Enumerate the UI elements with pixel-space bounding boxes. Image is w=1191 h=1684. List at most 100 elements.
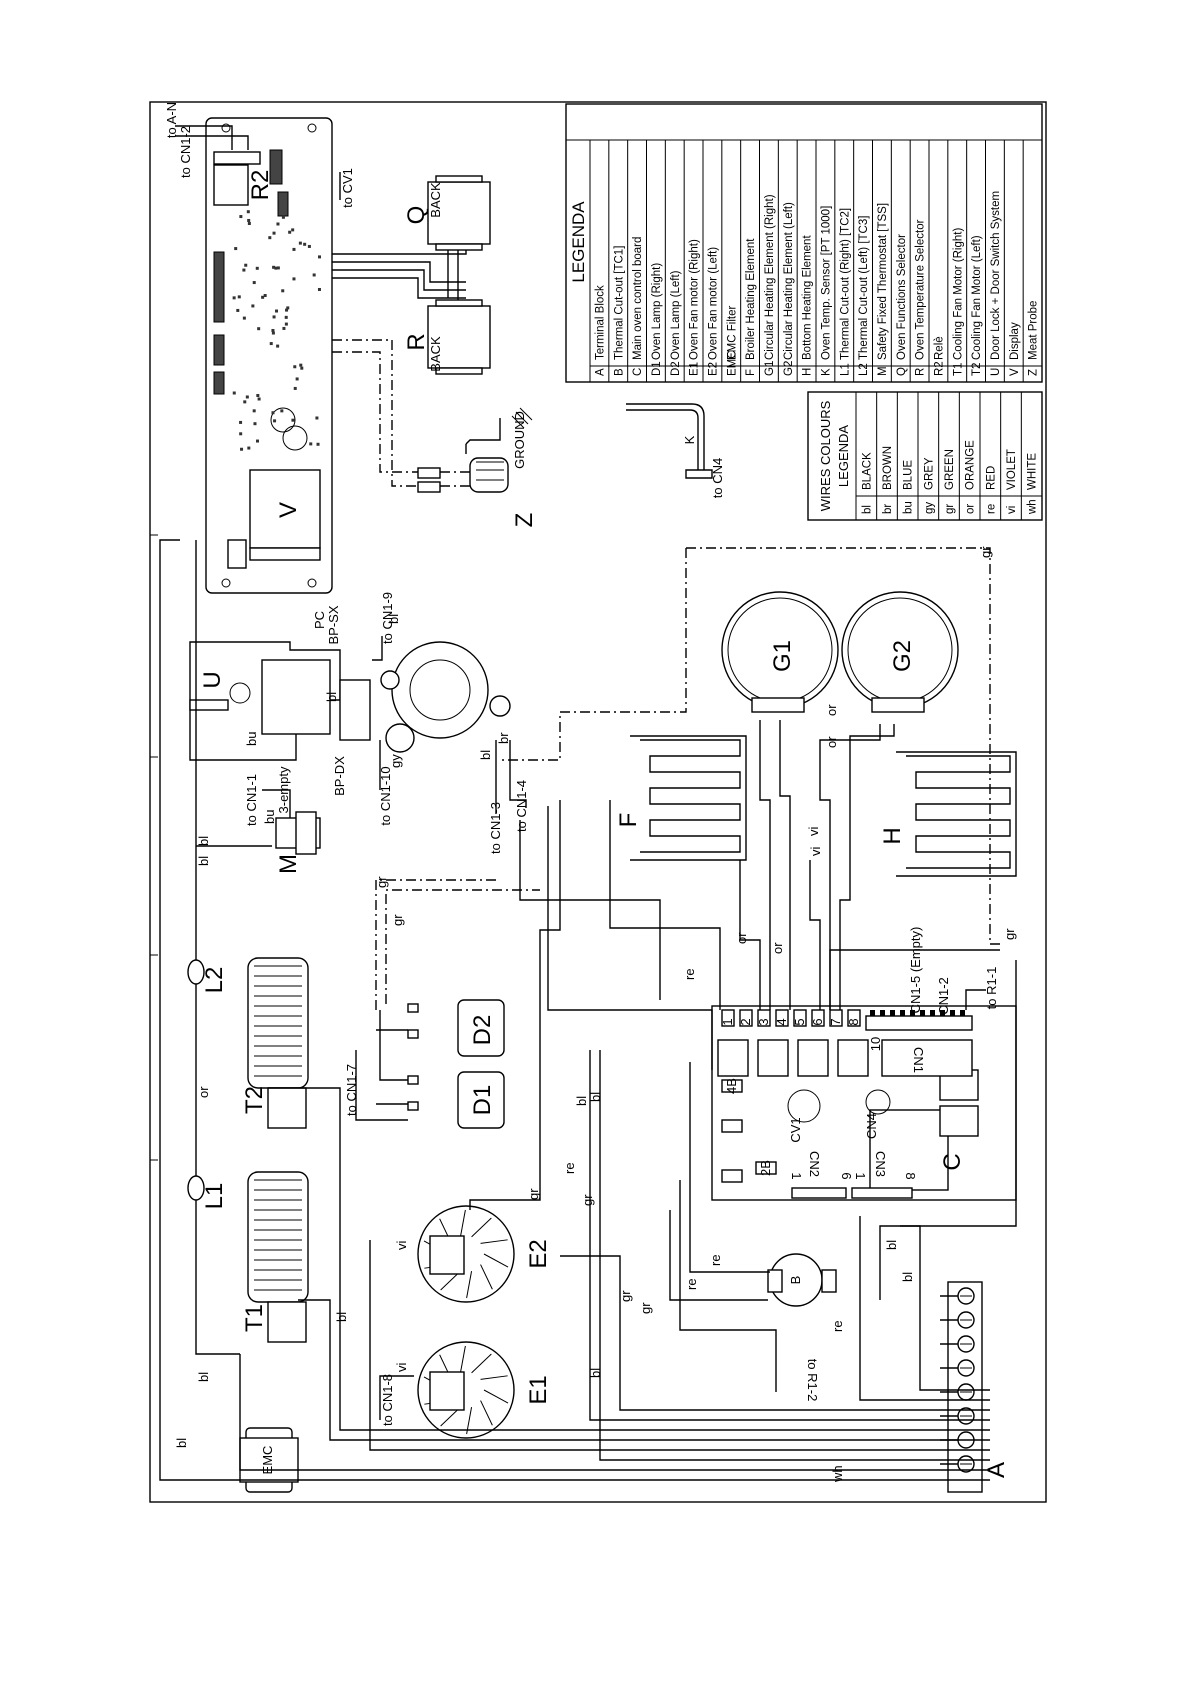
legend-title: LEGENDA — [569, 201, 588, 283]
wire-colour-code: or — [965, 504, 977, 514]
legend-desc: Door Lock + Door Switch System — [990, 191, 1002, 360]
wire-colour-code: bu — [903, 501, 915, 514]
broiler-element-F: F — [615, 735, 747, 861]
relay-pin: 2 — [738, 1018, 753, 1025]
label-V: V — [275, 502, 302, 518]
ground-label: GROUND — [512, 411, 527, 469]
to-r1-2-label: to R1-2 — [805, 1359, 820, 1402]
to-cn4-label: to CN4 — [710, 458, 725, 498]
legend-desc: Oven Lamp (Right) — [651, 263, 663, 360]
emc-filter: EMC — [239, 1427, 299, 1493]
circular-element-G2: G2 — [841, 591, 959, 713]
wire-colour-name: GREEN — [944, 449, 956, 490]
cn2-pin-1: 1 — [789, 1172, 804, 1179]
to-r1-1-label: to R1-1 — [984, 967, 999, 1010]
legend-desc: Oven Functions Selector — [896, 234, 908, 360]
legend-code: G1 — [764, 361, 776, 376]
bp-sx-label: BP-SX — [326, 605, 341, 644]
label-L1: L1 — [201, 1183, 228, 1210]
legend-code: L1 — [839, 363, 851, 376]
legend-desc: Circular Heating Element (Right) — [764, 194, 776, 360]
wire-colour-name: BLACK — [861, 452, 873, 490]
thermal-cutout-B: B — [767, 1253, 837, 1307]
legend-code: E1 — [689, 362, 701, 376]
label-EMC: EMC — [260, 1446, 275, 1475]
legend-code: F — [745, 369, 757, 376]
wire-tag-bl: bl — [386, 614, 401, 624]
legend-code: D1 — [651, 361, 663, 376]
legend-code: H — [802, 368, 814, 376]
wire-tag-vi: vi — [394, 1363, 409, 1373]
r-back-label: BACK — [428, 336, 443, 372]
label-E1: E1 — [525, 1375, 552, 1404]
legend-desc: Bottom Heating Element — [802, 235, 814, 360]
cn3-pin-8: 8 — [903, 1172, 918, 1179]
to-a-n-label: to A-N — [164, 102, 179, 138]
legend-desc: Cooling Fan Motor (Left) — [971, 235, 983, 360]
relay-pin: 3 — [756, 1018, 771, 1025]
legend-desc: Terminal Block — [594, 285, 606, 360]
wire-tag-bl: bl — [900, 1272, 915, 1282]
legend-code: A — [594, 368, 606, 376]
legend-desc: Thermal Cut-out (Left) [TC3] — [858, 216, 870, 360]
label-G1: G1 — [769, 640, 796, 672]
wire-tag-bl: bl — [196, 836, 211, 846]
cn2-label: CN2 — [807, 1151, 822, 1177]
label-G2: G2 — [889, 640, 916, 672]
legend-desc: Safety Fixed Thermostat [TSS] — [877, 203, 889, 360]
conn-2b-label: 2B — [758, 1160, 773, 1176]
bottom-element-H: H — [879, 751, 1017, 877]
functions-selector-Q: Q BACK — [403, 175, 491, 251]
wire-tag-gr: gr — [374, 876, 389, 888]
wire-tag-gr: gr — [638, 1302, 653, 1314]
wire-colour-code: gy — [923, 502, 935, 514]
to-cn1-3-label: to CN1-3 — [488, 802, 503, 854]
legend-code: R — [915, 368, 927, 376]
pc-label: PC — [312, 611, 327, 629]
wire-tag-bl: bl — [334, 1312, 349, 1322]
cn1-5-empty-label: CN1-5 (Empty) — [908, 927, 923, 1014]
label-T2: T2 — [241, 1086, 268, 1114]
legend-code: M — [877, 366, 889, 376]
wire-colour-name: VIOLET — [1006, 449, 1018, 490]
wire-tag-bl: bl — [588, 1092, 603, 1102]
wire-tag-or: or — [824, 704, 839, 716]
wire-colours-title-2: LEGENDA — [836, 425, 851, 487]
cooling-fan-T2: T2 — [241, 957, 309, 1129]
wire-colour-name: RED — [985, 466, 997, 490]
wire-tag-gr: gr — [580, 1194, 595, 1206]
label-Q: Q — [403, 206, 430, 225]
wire-tag-bu: bu — [262, 810, 277, 824]
relay-pin: 8 — [846, 1018, 861, 1025]
label-R: R — [403, 333, 430, 350]
cn3-label: CN3 — [873, 1151, 888, 1177]
wire-tag-bu: bu — [244, 732, 259, 746]
relay-pin: 1 — [720, 1018, 735, 1025]
wire-tag-re: re — [830, 1320, 845, 1332]
wire-colour-code: vi — [1006, 506, 1018, 514]
oven-fan-motor-E1: E1 — [417, 1341, 552, 1439]
to-cn1-2-top-label: to CN1-2 — [178, 126, 193, 178]
wire-colours-table: WIRES COLOURS LEGENDA blBLACKbrBROWNbuBL… — [807, 391, 1043, 521]
wire-tag-gr: gr — [618, 1290, 633, 1302]
cn4-label: CN4 — [864, 1113, 879, 1139]
circular-element-G1: G1 — [721, 591, 839, 713]
label-K: K — [682, 435, 697, 444]
relay-pin: 7 — [828, 1018, 843, 1025]
wire-colour-code: re — [985, 504, 997, 514]
to-cn1-8-label: to CN1-8 — [380, 1374, 395, 1426]
cv1-label: CV1 — [788, 1117, 803, 1142]
label-Z: Z — [511, 513, 538, 528]
wire-tag-gy: gy — [388, 754, 403, 768]
cn2-pin-6: 6 — [839, 1172, 854, 1179]
wire-colour-name: ORANGE — [965, 440, 977, 490]
cn1-label: CN1 — [911, 1047, 926, 1073]
label-F: F — [615, 813, 642, 828]
wire-tag-bl: bl — [574, 1096, 589, 1106]
safety-thermostat-M: to CN1-1 3-empty M — [196, 766, 321, 874]
cooling-fan-T1: T1 — [241, 1171, 309, 1343]
oven-fan-motor-E2: E2 — [417, 1205, 552, 1303]
